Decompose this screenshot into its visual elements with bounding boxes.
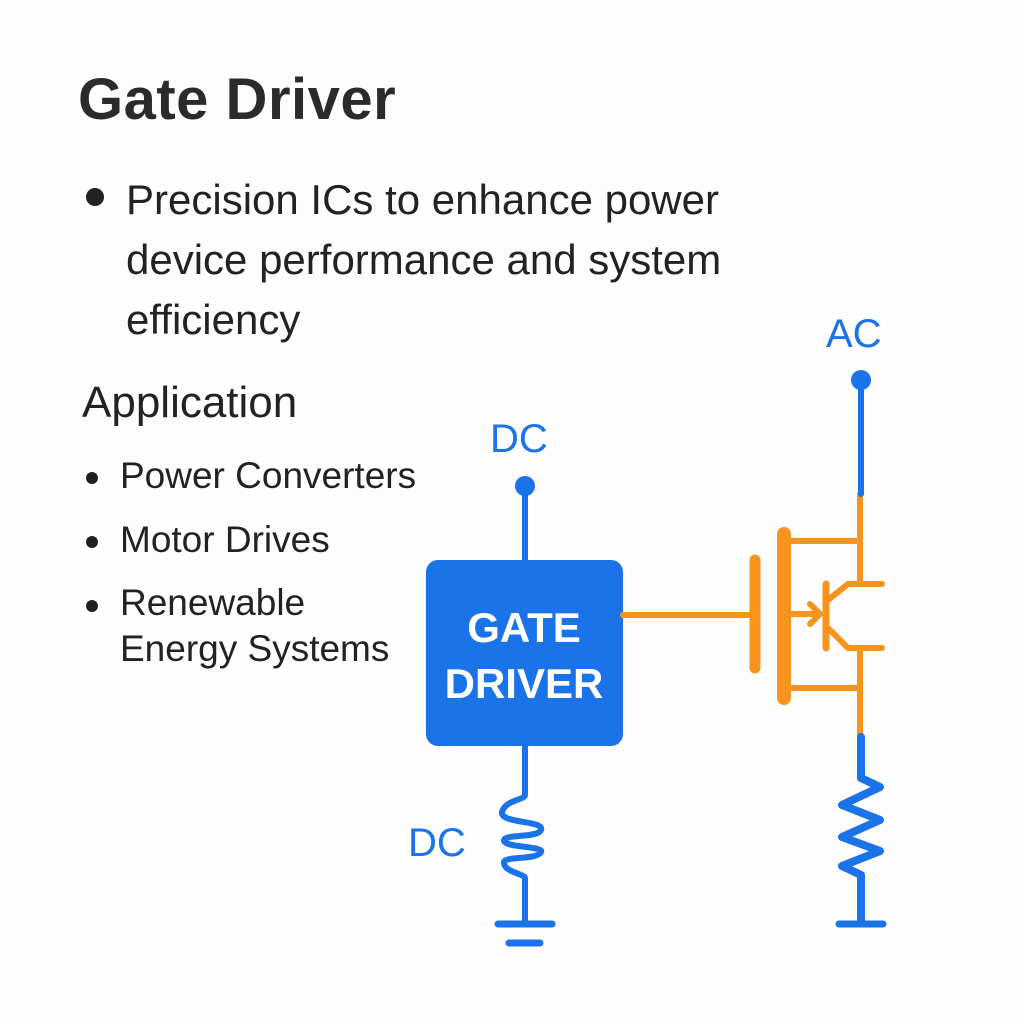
application-item: Renewable Energy Systems: [84, 580, 444, 672]
gate-driver-block: [426, 560, 623, 746]
bjt-collector: [825, 581, 885, 603]
igbt-arrow-head: [807, 601, 823, 627]
ac-label: AC: [826, 312, 882, 356]
application-item-label: Power Converters: [120, 455, 417, 496]
bjt-emitter: [825, 625, 885, 651]
dc-bottom-label: DC: [408, 821, 466, 865]
page-title: Gate Driver: [78, 67, 397, 132]
application-item-label: Renewable Energy Systems: [120, 582, 390, 669]
application-item: Power Converters: [84, 452, 444, 500]
inductor-wire: [499, 741, 545, 925]
dc-top-terminal: [515, 476, 535, 496]
bullet-dot: [86, 536, 98, 548]
dc-top-label: DC: [490, 417, 548, 461]
application-item-label: Motor Drives: [120, 519, 330, 560]
application-heading: Application: [82, 378, 298, 427]
lead-bullet: Precision ICs to enhance power device pe…: [86, 170, 846, 350]
bullet-dot: [86, 472, 98, 484]
gate-driver-label-line1: GATE: [467, 604, 581, 651]
resistor-icon: [838, 733, 884, 926]
bullet-dot: [86, 600, 98, 612]
application-item: Motor Drives: [84, 516, 444, 564]
application-list: Power Converters Motor Drives Renewable …: [84, 452, 444, 688]
lead-bullet-text: Precision ICs to enhance power device pe…: [126, 176, 722, 343]
gate-driver-label-line2: DRIVER: [445, 660, 604, 707]
bullet-dot: [86, 188, 104, 206]
